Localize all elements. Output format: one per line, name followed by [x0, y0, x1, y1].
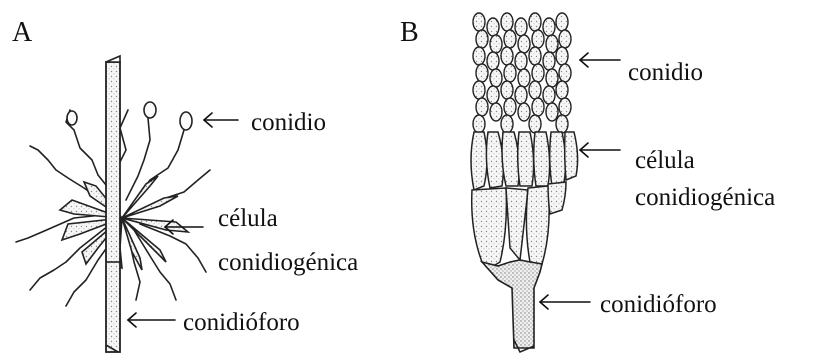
conidium	[487, 86, 499, 104]
panel-a-conidia	[67, 102, 192, 130]
label-b-celula: célula	[635, 147, 695, 174]
panel-b: B conidi	[400, 13, 775, 352]
panel-a-letter: A	[12, 17, 33, 48]
label-a-conidio: conidio	[251, 109, 326, 136]
label-a-conidiogenica: conidiogénica	[218, 249, 358, 276]
arrow-b-conidioforo	[540, 295, 590, 309]
label-b-conidioforo: conidióforo	[600, 291, 717, 318]
conidium	[473, 115, 485, 133]
panel-b-conidiogenous-cells	[471, 132, 578, 190]
label-b-conidiogenica: conidiogénica	[635, 184, 775, 211]
conidium	[501, 115, 513, 133]
conidium	[501, 81, 513, 99]
conidium	[546, 103, 558, 121]
conidium	[532, 98, 544, 116]
conidium	[473, 47, 485, 65]
conidium	[490, 35, 502, 53]
conidium	[473, 13, 485, 31]
conidium	[543, 52, 555, 70]
conidium	[559, 64, 571, 82]
conidium	[529, 47, 541, 65]
conidium	[518, 103, 530, 121]
conidium	[559, 98, 571, 116]
conidium	[515, 86, 527, 104]
conidium	[556, 81, 568, 99]
conidium	[476, 64, 488, 82]
conidium	[518, 35, 530, 53]
conidium	[529, 115, 541, 133]
arrow-b-conidio	[580, 53, 620, 67]
conidium	[490, 103, 502, 121]
panel-b-conidia	[473, 13, 571, 133]
conidium	[529, 13, 541, 31]
conidium	[532, 64, 544, 82]
arrow-a-conidio	[204, 113, 238, 127]
panel-b-conidiophore	[482, 260, 542, 352]
panel-a: A	[12, 17, 358, 352]
conidium	[515, 18, 527, 36]
conidium	[556, 13, 568, 31]
conidium	[559, 30, 571, 48]
conidium	[515, 52, 527, 70]
panel-b-metulae	[472, 182, 566, 268]
conidium	[504, 98, 516, 116]
label-b-conidio: conidio	[628, 59, 703, 86]
conidium	[529, 81, 541, 99]
conidium	[556, 47, 568, 65]
conidium	[487, 52, 499, 70]
conidium	[501, 47, 513, 65]
conidium	[546, 35, 558, 53]
label-a-conidioforo: conidióforo	[183, 309, 300, 336]
conidium	[546, 69, 558, 87]
conidium	[476, 30, 488, 48]
conidium	[543, 86, 555, 104]
arrow-b-celula	[580, 143, 620, 157]
panel-b-letter: B	[400, 17, 419, 48]
conidium	[518, 69, 530, 87]
panel-a-conidiophore	[106, 56, 120, 352]
conidium	[476, 98, 488, 116]
label-a-celula: célula	[218, 205, 278, 232]
conidium	[504, 30, 516, 48]
conidium	[473, 81, 485, 99]
conidium	[504, 64, 516, 82]
conidium	[543, 18, 555, 36]
conidium	[556, 115, 568, 133]
conidium	[501, 13, 513, 31]
arrow-a-conidioforo	[128, 313, 175, 327]
conidium	[490, 69, 502, 87]
conidium	[532, 30, 544, 48]
conidium	[487, 18, 499, 36]
